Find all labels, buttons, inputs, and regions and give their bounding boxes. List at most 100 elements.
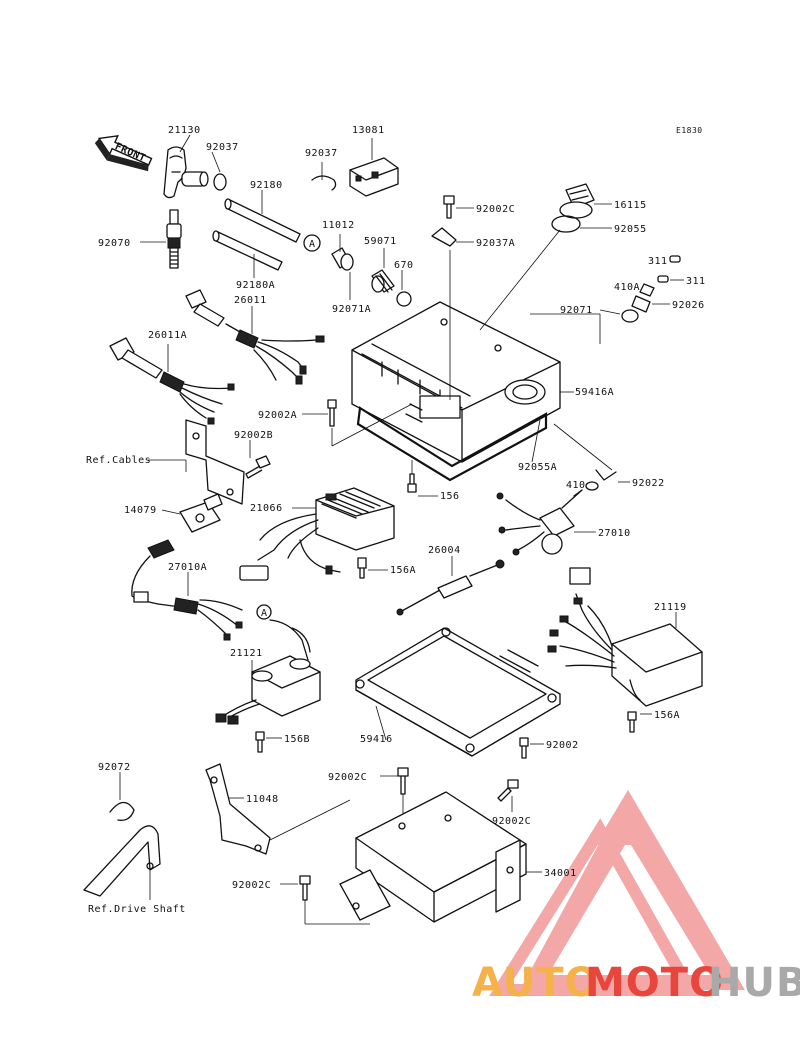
label-26004: 26004 <box>428 545 461 556</box>
washer-410 <box>585 481 599 491</box>
svg-text:A: A <box>261 608 268 619</box>
label-156b: 156B <box>284 734 310 745</box>
watermark-moto: MOTO <box>585 960 724 1006</box>
o-ring-670 <box>396 291 412 307</box>
watermark-auto: AUTO <box>472 960 600 1006</box>
cdi-unit-21119 <box>547 567 703 707</box>
label-21130: 21130 <box>168 125 201 136</box>
bolt-92002c-top <box>443 195 455 219</box>
clamp-ring <box>213 173 227 191</box>
bolt-156a-left <box>357 557 367 579</box>
spark-plug-cap <box>163 146 209 199</box>
holder-14079 <box>179 493 223 533</box>
label-92002a: 92002A <box>258 410 297 421</box>
label-311-b: 311 <box>686 276 706 287</box>
grommet-11012 <box>331 247 354 271</box>
front-arrow-icon: FRONT <box>94 134 153 172</box>
bracket-34001 <box>339 791 527 923</box>
label-92037-left: 92037 <box>206 142 239 153</box>
label-410: 410 <box>566 480 586 491</box>
circlip-92072 <box>109 801 135 821</box>
bolt-156b <box>255 731 265 753</box>
nut-311-a <box>669 255 681 263</box>
label-92071: 92071 <box>560 305 593 316</box>
label-156a-right: 156A <box>654 710 680 721</box>
tube-92180 <box>224 198 301 243</box>
label-92070: 92070 <box>98 238 131 249</box>
label-410a: 410A <box>614 282 640 293</box>
ref-drive-shaft: Ref.Drive Shaft <box>88 904 186 915</box>
clip-92022 <box>595 469 617 481</box>
connector-26011a <box>109 337 235 425</box>
bolt-156 <box>407 473 417 493</box>
label-92055a: 92055A <box>518 462 557 473</box>
connector-26011 <box>185 289 325 385</box>
label-92180: 92180 <box>250 180 283 191</box>
ignition-coil-21121 <box>215 619 321 725</box>
vent-cap-16115 <box>559 183 595 219</box>
label-92002c-bot: 92002C <box>232 880 271 891</box>
nut-311-b <box>657 275 669 283</box>
label-92037a: 92037A <box>476 238 515 249</box>
fitting-59071 <box>371 269 395 293</box>
bolt-92002 <box>519 737 529 759</box>
label-92002c-top: 92002C <box>476 204 515 215</box>
label-156: 156 <box>440 491 460 502</box>
o-ring-92055 <box>551 215 581 233</box>
sensor-27010a <box>131 539 243 641</box>
bolt-92002c-bot <box>299 875 311 901</box>
watermark-logo-mark <box>489 790 745 996</box>
label-92071a: 92071A <box>332 304 371 315</box>
label-670: 670 <box>394 260 414 271</box>
svg-text:A: A <box>309 239 316 250</box>
label-92022: 92022 <box>632 478 665 489</box>
bracket-block-13081 <box>349 157 399 197</box>
label-21119: 21119 <box>654 602 687 613</box>
label-11048: 11048 <box>246 794 279 805</box>
callout-a-bottom <box>256 604 272 620</box>
bolt-92002a <box>327 399 337 427</box>
label-59071: 59071 <box>364 236 397 247</box>
label-21066: 21066 <box>250 503 283 514</box>
label-11012: 11012 <box>322 220 355 231</box>
label-16115: 16115 <box>614 200 647 211</box>
tube-92180a <box>212 230 283 271</box>
bolt-92002b <box>245 455 271 479</box>
ref-cables: Ref.Cables <box>86 455 151 466</box>
drive-shaft-bracket <box>83 825 161 897</box>
wire-26004 <box>396 559 505 616</box>
regulator-21066 <box>239 487 395 581</box>
bolt-156a-right <box>627 711 637 733</box>
label-27010: 27010 <box>598 528 631 539</box>
stay-11048 <box>205 763 271 855</box>
spark-plug <box>166 209 182 269</box>
diagram-code: E1830 <box>676 126 703 135</box>
bolt-92002c-mid <box>397 767 409 795</box>
label-311-a: 311 <box>648 256 668 267</box>
label-92180a: 92180A <box>236 280 275 291</box>
bolt-92002c-right <box>497 779 519 802</box>
watermark-hub: HUB <box>708 960 800 1006</box>
label-59416: 59416 <box>360 734 393 745</box>
washer-410a <box>639 283 655 297</box>
label-14079: 14079 <box>124 505 157 516</box>
clamp-92037a <box>431 227 457 247</box>
callout-a-top <box>303 234 321 252</box>
label-26011: 26011 <box>234 295 267 306</box>
cable-bracket <box>185 419 245 505</box>
label-156a: 156A <box>390 565 416 576</box>
label-27010a: 27010A <box>168 562 207 573</box>
label-92002c-mid: 92002C <box>328 772 367 783</box>
grommet-92026 <box>631 295 651 313</box>
label-59416a: 59416A <box>575 387 614 398</box>
label-92002: 92002 <box>546 740 579 751</box>
label-92037-mid: 92037 <box>305 148 338 159</box>
clip-92037 <box>311 175 337 191</box>
electric-box-case <box>351 301 561 463</box>
sensor-27010 <box>496 489 583 556</box>
label-92055: 92055 <box>614 224 647 235</box>
label-34001: 34001 <box>544 868 577 879</box>
grommet-92071 <box>621 309 639 323</box>
label-21121: 21121 <box>230 648 263 659</box>
